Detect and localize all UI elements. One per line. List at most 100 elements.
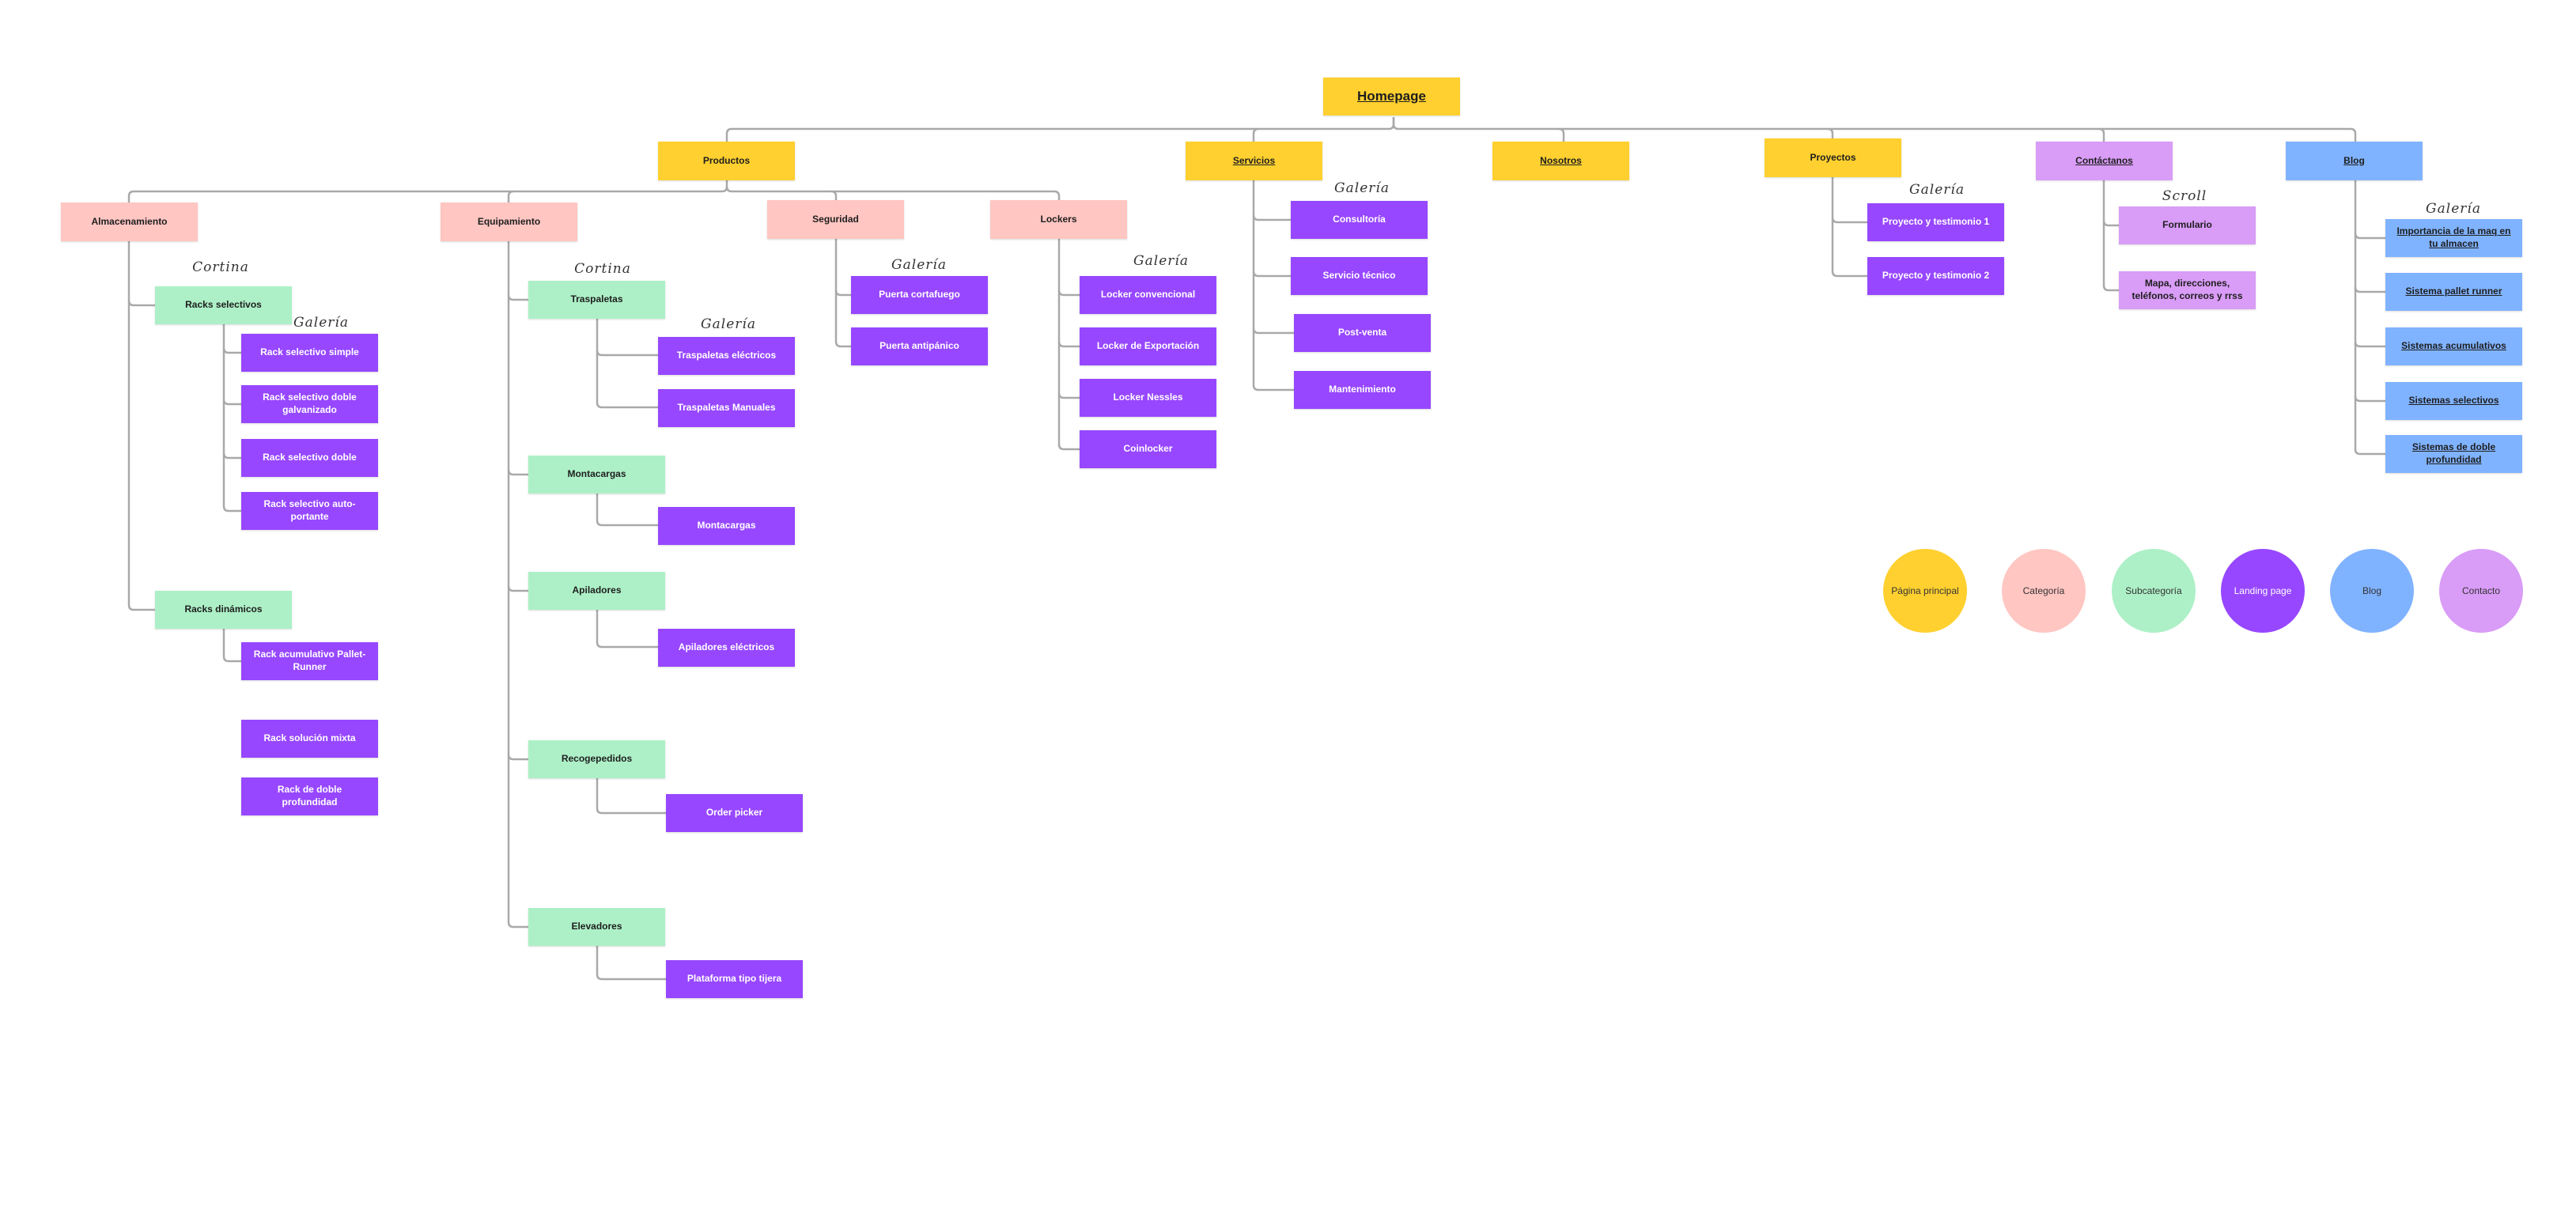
apiladores-label: Apiladores xyxy=(572,584,622,596)
homepage-node[interactable]: Homepage xyxy=(1323,78,1460,115)
blog-label: Sistema pallet runner xyxy=(2405,286,2502,297)
lockers-label: Lockers xyxy=(1040,213,1077,225)
racks-selectivos-node[interactable]: Racks selectivos xyxy=(155,286,292,324)
landing-label: Proyecto y testimonio 1 xyxy=(1882,216,1990,228)
blog-sistema-pallet-runner[interactable]: Sistema pallet runner xyxy=(2385,273,2522,311)
landing-label: Locker convencional xyxy=(1100,289,1196,301)
recogepedidos-node[interactable]: Recogepedidos xyxy=(528,740,665,778)
landing-label: Traspaletas Manuales xyxy=(677,402,776,414)
elevadores-label: Elevadores xyxy=(571,921,622,932)
blog-sistemas-selectivos[interactable]: Sistemas selectivos xyxy=(2385,382,2522,420)
landing-coinlocker[interactable]: Coinlocker xyxy=(1080,430,1216,468)
blog-sistemas-acumulativos[interactable]: Sistemas acumulativos xyxy=(2385,327,2522,365)
galeria-note: Galería xyxy=(2426,201,2481,217)
landing-rack-acumulativo-pallet-runner[interactable]: Rack acumulativo Pallet-Runner xyxy=(241,642,378,680)
landing-label: Rack solución mixta xyxy=(263,732,356,744)
elevadores-node[interactable]: Elevadores xyxy=(528,908,665,946)
cortina-note: Cortina xyxy=(574,261,631,277)
landing-traspaletas-electricos[interactable]: Traspaletas eléctricos xyxy=(658,337,795,375)
landing-label: Order picker xyxy=(705,807,763,819)
racks-dinamicos-node[interactable]: Racks dinámicos xyxy=(155,591,292,629)
apiladores-node[interactable]: Apiladores xyxy=(528,572,665,610)
productos-label: Productos xyxy=(702,154,751,166)
contact-formulario[interactable]: Formulario xyxy=(2119,206,2256,244)
landing-locker-nessles[interactable]: Locker Nessles xyxy=(1080,379,1216,417)
blog-label: Sistemas de doble profundidad xyxy=(2411,441,2496,465)
legend-label: Categoría xyxy=(2022,585,2065,596)
landing-label: Proyecto y testimonio 2 xyxy=(1882,270,1990,282)
galeria-note: Galería xyxy=(1334,180,1390,196)
landing-mantenimiento[interactable]: Mantenimiento xyxy=(1294,371,1431,409)
blog-sistemas-doble-profundidad[interactable]: Sistemas de doble profundidad xyxy=(2385,435,2522,473)
landing-label: Puerta cortafuego xyxy=(879,289,960,301)
homepage-label: Homepage xyxy=(1357,88,1426,104)
blog-label: Sistemas selectivos xyxy=(2408,395,2499,407)
scroll-note: Scroll xyxy=(2162,188,2207,204)
landing-montacargas[interactable]: Montacargas xyxy=(658,507,795,545)
landing-label: Rack selectivo simple xyxy=(260,346,359,358)
landing-apiladores-electricos[interactable]: Apiladores eléctricos xyxy=(658,629,795,667)
servicios-node[interactable]: Servicios xyxy=(1186,142,1322,180)
blog-node[interactable]: Blog xyxy=(2286,142,2423,180)
blog-label: Blog xyxy=(2343,154,2365,166)
blog-importancia-maq[interactable]: Importancia de la maq en tu almacen xyxy=(2385,219,2522,257)
productos-node[interactable]: Productos xyxy=(658,142,795,180)
landing-locker-convencional[interactable]: Locker convencional xyxy=(1080,276,1216,314)
landing-consultoria[interactable]: Consultoría xyxy=(1291,201,1428,239)
legend-label: Subcategoría xyxy=(2125,585,2182,596)
legend-label: Página principal xyxy=(1891,585,1959,596)
legend-label: Landing page xyxy=(2234,585,2292,596)
legend-subcategoria: Subcategoría xyxy=(2112,549,2196,633)
landing-proyecto-testimonio-1[interactable]: Proyecto y testimonio 1 xyxy=(1867,203,2004,241)
traspaletas-label: Traspaletas xyxy=(570,293,623,305)
legend-label: Blog xyxy=(2362,585,2382,596)
landing-puerta-cortafuego[interactable]: Puerta cortafuego xyxy=(851,276,988,314)
nosotros-label: Nosotros xyxy=(1540,154,1582,166)
legend-landing-page: Landing page xyxy=(2221,549,2305,633)
proyectos-label: Proyectos xyxy=(1810,151,1856,163)
landing-label: Puerta antipánico xyxy=(879,340,959,352)
traspaletas-node[interactable]: Traspaletas xyxy=(528,281,665,319)
landing-servicio-tecnico[interactable]: Servicio técnico xyxy=(1291,257,1428,295)
landing-label: Rack selectivo doble xyxy=(263,452,357,463)
landing-rack-selectivo-simple[interactable]: Rack selectivo simple xyxy=(241,334,378,372)
landing-post-venta[interactable]: Post-venta xyxy=(1294,314,1431,352)
landing-rack-selectivo-auto-portante[interactable]: Rack selectivo auto-portante xyxy=(241,492,378,530)
landing-label: Traspaletas eléctricos xyxy=(676,350,777,361)
landing-label: Rack acumulativo Pallet-Runner xyxy=(253,649,366,672)
galeria-note: Galería xyxy=(293,315,349,331)
landing-label: Mantenimiento xyxy=(1329,384,1396,395)
landing-label: Servicio técnico xyxy=(1322,270,1396,282)
almacenamiento-node[interactable]: Almacenamiento xyxy=(61,202,198,241)
landing-label: Montacargas xyxy=(697,520,756,531)
landing-rack-selectivo-doble-galvanizado[interactable]: Rack selectivo doble galvanizado xyxy=(241,385,378,423)
nosotros-node[interactable]: Nosotros xyxy=(1492,142,1629,180)
seguridad-label: Seguridad xyxy=(812,213,859,225)
landing-rack-solucion-mixta[interactable]: Rack solución mixta xyxy=(241,720,378,758)
equipamiento-label: Equipamiento xyxy=(477,215,541,227)
landing-puerta-antipanico[interactable]: Puerta antipánico xyxy=(851,327,988,365)
landing-label: Apiladores eléctricos xyxy=(678,641,775,653)
landing-label: Locker de Exportación xyxy=(1096,340,1200,352)
landing-plataforma-tipo-tijera[interactable]: Plataforma tipo tijera xyxy=(666,960,803,998)
equipamiento-node[interactable]: Equipamiento xyxy=(441,202,577,241)
seguridad-node[interactable]: Seguridad xyxy=(767,200,904,239)
landing-proyecto-testimonio-2[interactable]: Proyecto y testimonio 2 xyxy=(1867,257,2004,295)
landing-order-picker[interactable]: Order picker xyxy=(666,794,803,832)
legend-blog: Blog xyxy=(2330,549,2414,633)
landing-label: Rack selectivo auto-portante xyxy=(263,498,356,522)
landing-label: Rack de doble profundidad xyxy=(277,784,342,808)
landing-rack-doble-profundidad[interactable]: Rack de doble profundidad xyxy=(241,777,378,815)
servicios-label: Servicios xyxy=(1232,154,1276,166)
landing-label: Plataforma tipo tijera xyxy=(687,973,782,985)
landing-locker-exportacion[interactable]: Locker de Exportación xyxy=(1080,327,1216,365)
landing-traspaletas-manuales[interactable]: Traspaletas Manuales xyxy=(658,389,795,427)
landing-label: Locker Nessles xyxy=(1113,392,1183,403)
contact-mapa-direcciones[interactable]: Mapa, direcciones, teléfonos, correos y … xyxy=(2119,271,2256,309)
lockers-node[interactable]: Lockers xyxy=(990,200,1127,239)
contactanos-node[interactable]: Contáctanos xyxy=(2036,142,2173,180)
proyectos-node[interactable]: Proyectos xyxy=(1765,138,1901,177)
landing-rack-selectivo-doble[interactable]: Rack selectivo doble xyxy=(241,439,378,477)
galeria-note: Galería xyxy=(891,257,947,273)
montacargas-node[interactable]: Montacargas xyxy=(528,456,665,494)
